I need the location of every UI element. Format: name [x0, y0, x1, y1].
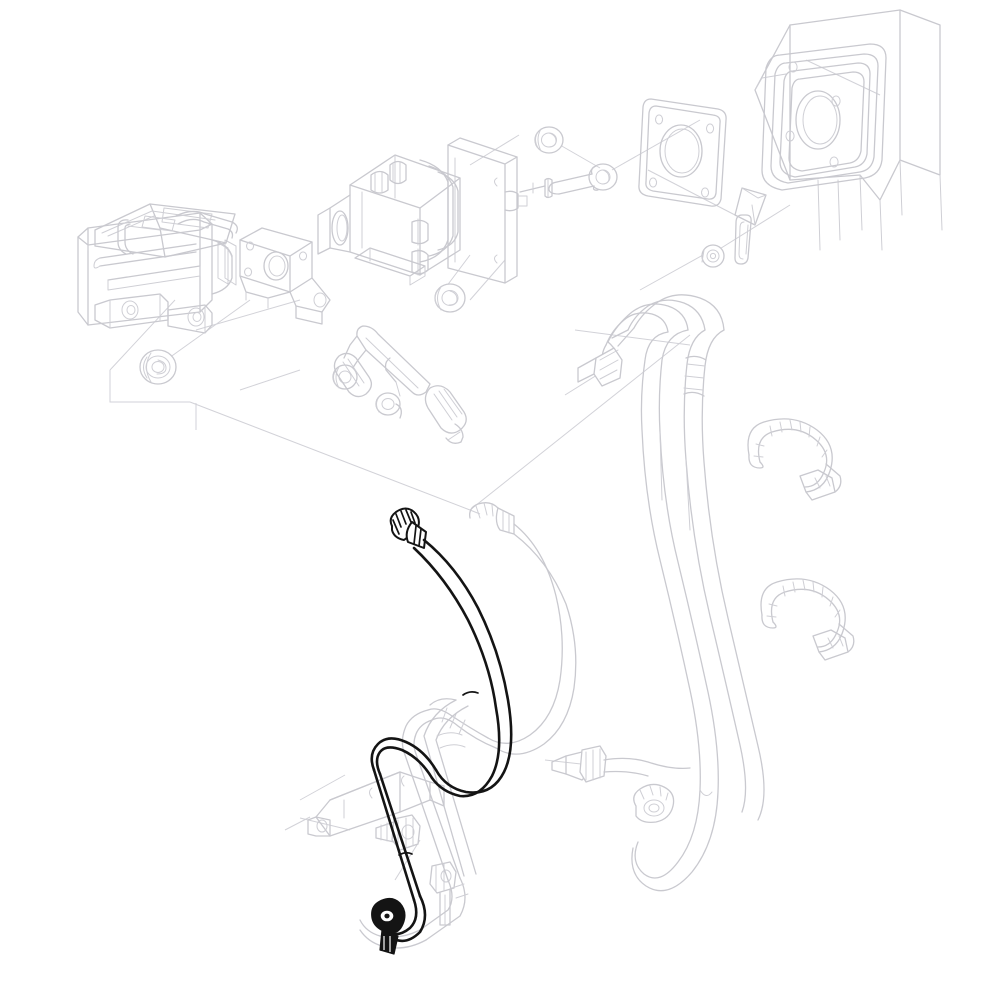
- lower-mount-bracket: [307, 771, 445, 837]
- grommet-bolt-lower-left: [139, 349, 177, 385]
- grommet-bolt-upper: [701, 244, 725, 268]
- bolt-mid-b: [333, 352, 373, 398]
- bolt-lower-a: [375, 814, 421, 851]
- nut-washer-center: [434, 283, 466, 313]
- firewall-gasket-plate: [638, 98, 727, 207]
- pressure-hose-assembly[interactable]: [370, 507, 513, 955]
- master-cylinder-reservoir: [77, 203, 238, 334]
- support-bracket-mid: [332, 325, 431, 419]
- hose-banjo-fitting-bottom[interactable]: [371, 897, 406, 955]
- clevis-pin-nut-upper: [534, 126, 564, 154]
- hose-clamp-lower: [760, 578, 855, 661]
- mounting-flange-gasket-left: [217, 227, 331, 325]
- inline-fitting-right: [551, 745, 691, 783]
- hose-threaded-fitting-top[interactable]: [389, 507, 427, 549]
- supply-hose-right: [611, 294, 765, 821]
- firewall-bulkhead-panel: [734, 9, 943, 251]
- ghost-hose-parallel: [359, 502, 577, 949]
- retaining-clip: [734, 214, 752, 265]
- return-hose-right: [577, 303, 719, 892]
- shading-detail: [659, 431, 713, 796]
- banjo-fitting-right: [633, 783, 675, 824]
- bolt-mid-a: [424, 385, 467, 444]
- push-rod-clevis: [519, 163, 618, 199]
- brake-booster-body: [317, 154, 461, 286]
- hose-clamp-upper: [747, 418, 842, 501]
